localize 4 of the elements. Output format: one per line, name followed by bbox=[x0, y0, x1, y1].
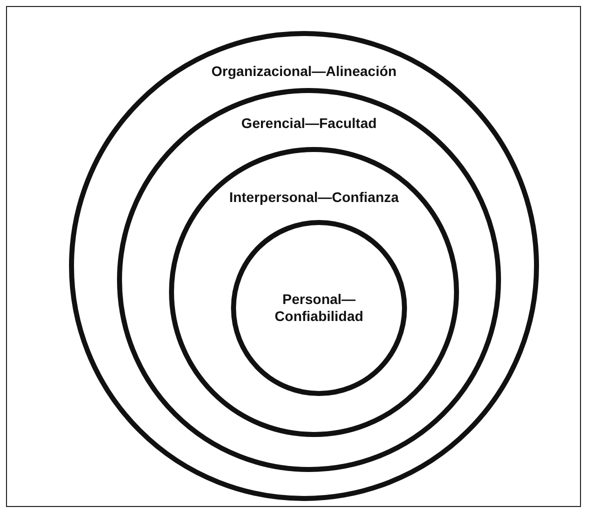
ring-label: Interpersonal—Confianza bbox=[229, 189, 399, 206]
ring-label: Gerencial—Facultad bbox=[241, 115, 377, 132]
ring-label: Personal— Confiabilidad bbox=[274, 291, 364, 325]
ring-label: Organizacional—Alineación bbox=[211, 63, 397, 80]
